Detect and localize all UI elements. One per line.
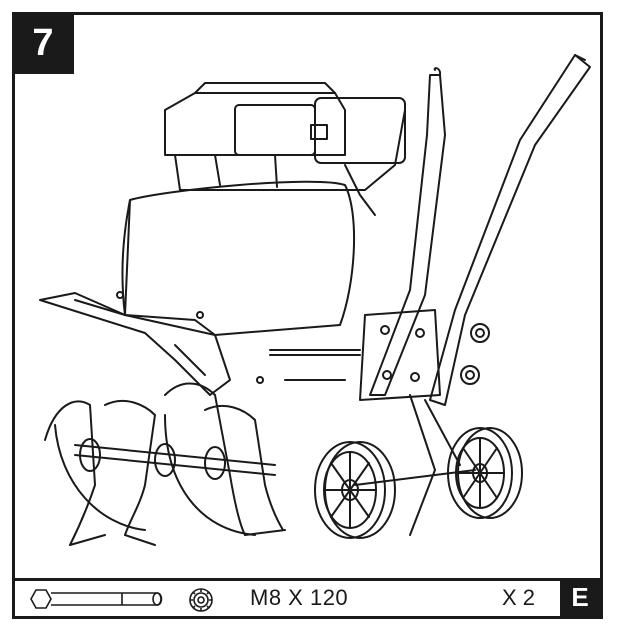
bolt-icon: [30, 589, 163, 609]
hardware-footer: M8 X 120 X 2 E: [15, 578, 600, 616]
step-number-badge: 7: [12, 12, 74, 74]
hardware-spec: M8 X 120: [250, 585, 349, 610]
tiller-illustration: [39, 54, 591, 546]
nut-icon: [189, 588, 213, 612]
handle-left: [369, 67, 446, 396]
bracket-plate: [269, 309, 490, 401]
wheel-right: [447, 427, 523, 519]
handle-right: [429, 54, 591, 406]
hardware-quantity: X 2: [502, 585, 536, 610]
engine: [164, 82, 406, 216]
tines: [44, 382, 286, 546]
part-letter-badge: E: [560, 578, 600, 616]
wheel-left: [314, 441, 396, 539]
tine-cover: [39, 180, 356, 396]
